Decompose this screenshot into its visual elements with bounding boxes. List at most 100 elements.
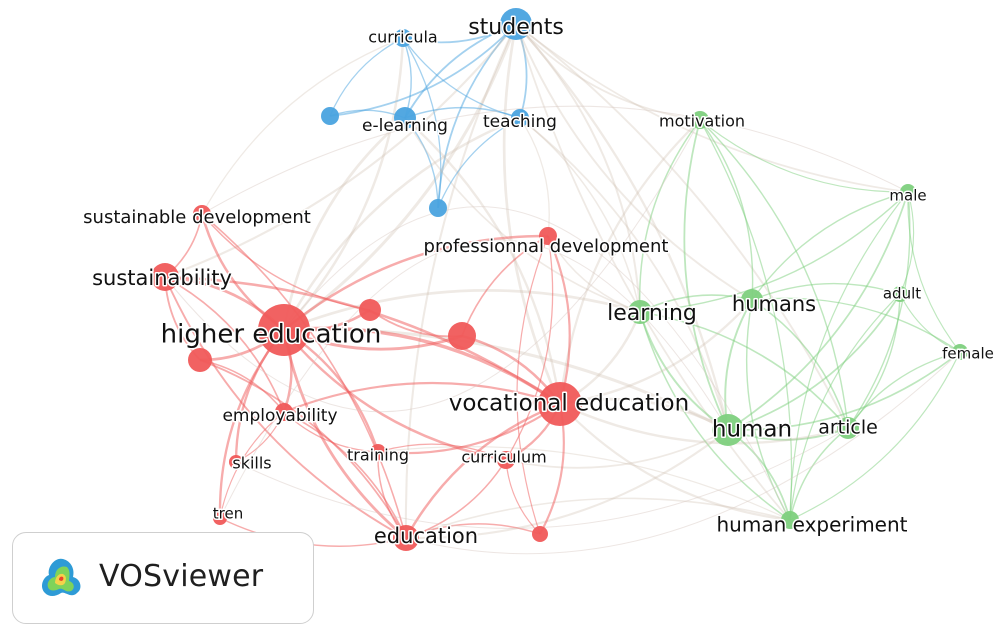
node-students[interactable] [500, 8, 532, 40]
node-sustainability[interactable] [151, 263, 179, 291]
node-red-unlabeled-1[interactable] [359, 299, 381, 321]
link-humans--human-experiment [745, 299, 791, 521]
node-blue-unlabeled-2[interactable] [429, 199, 447, 217]
link-teaching--higher-education [282, 116, 521, 331]
label-students: students [468, 15, 564, 40]
node-curriculum[interactable] [497, 451, 515, 469]
link-students--article [515, 23, 849, 429]
link-male--human [727, 191, 909, 431]
links-layer [164, 23, 961, 555]
node-curricula[interactable] [394, 29, 412, 47]
link-sustainable-development--education [201, 213, 407, 539]
link-training--curriculum [377, 443, 507, 461]
nodes-layer [151, 8, 968, 551]
link-motivation--article [699, 119, 849, 429]
link-humans--human [724, 299, 753, 431]
link-teaching--human [519, 117, 729, 431]
link-female--humans [751, 297, 961, 353]
link-employability--training [283, 411, 379, 453]
node-professionnal-development[interactable] [539, 227, 557, 245]
node-blue-unlabeled-1[interactable] [321, 107, 339, 125]
link-e-learning--vocational-education [404, 117, 562, 405]
link-humans--article [751, 299, 849, 429]
node-red-unlabeled-4[interactable] [532, 526, 548, 542]
link-employability--tren [219, 411, 285, 519]
link-female--human-experiment [789, 351, 961, 521]
label-education: education [374, 524, 478, 548]
node-tren[interactable] [213, 511, 227, 525]
node-female[interactable] [952, 344, 968, 360]
label-sustainability: sustainability [92, 266, 232, 290]
link-students--education [404, 23, 517, 539]
link-human--curriculum [505, 429, 729, 469]
link-adult--article [847, 293, 901, 429]
link-male--learning [639, 191, 909, 313]
link-motivation--learning [638, 119, 701, 313]
link-vocational-education--employability [283, 381, 561, 414]
node-sustainable-development[interactable] [193, 205, 211, 223]
link-teaching--professionnal-development [519, 117, 550, 237]
link-male--humans [751, 191, 909, 301]
link-article--human-experiment [789, 427, 849, 521]
link-vocational-education--training [377, 403, 561, 455]
link-teaching--blue-unlabeled-2 [437, 117, 521, 209]
link-students--higher-education [283, 23, 518, 332]
node-motivation[interactable] [691, 111, 709, 129]
label-human: human [712, 417, 792, 443]
label-curriculum: curriculum [461, 448, 546, 467]
node-red-unlabeled-3[interactable] [448, 322, 476, 350]
node-adult[interactable] [892, 286, 908, 302]
label-higher-education: higher education [161, 320, 382, 350]
node-education[interactable] [393, 525, 419, 551]
link-learning--professionnal-development [547, 235, 641, 313]
link-sustainability--employability [164, 276, 285, 413]
node-human-experiment[interactable] [781, 511, 799, 529]
label-e-learning: e-learning [362, 116, 448, 136]
link-outer-1 [164, 119, 701, 413]
link-female--article [847, 351, 961, 429]
link-students--male [515, 23, 909, 193]
node-skills[interactable] [229, 455, 243, 469]
label-article: article [818, 417, 878, 439]
label-adult: adult [883, 285, 921, 303]
link-students--sustainability [164, 23, 517, 279]
node-article[interactable] [837, 417, 859, 439]
link-motivation--human [683, 119, 729, 431]
link-learning--article [639, 311, 849, 429]
node-red-unlabeled-2[interactable] [188, 348, 212, 372]
vosviewer-brand-name: VOSviewer [99, 559, 264, 594]
node-male[interactable] [900, 184, 916, 200]
node-higher-education[interactable] [258, 304, 310, 356]
link-students--human-experiment [515, 23, 791, 521]
link-curriculum--red-unlabeled-4 [505, 459, 541, 535]
link-learning--humans [639, 294, 753, 313]
label-motivation: motivation [659, 112, 745, 131]
node-learning[interactable] [628, 300, 652, 324]
link-outer-4 [201, 105, 909, 215]
label-human-experiment: human experiment [717, 513, 908, 537]
link-sustainability--education [164, 276, 407, 539]
link-higher-education--curriculum [283, 329, 507, 462]
node-humans[interactable] [741, 289, 763, 311]
link-article--vocational-education [559, 402, 849, 445]
link-learning--human-experiment [639, 311, 791, 521]
link-e-learning--learning [404, 117, 641, 313]
link-sustainable-development--red-unlabeled-1 [201, 213, 371, 311]
link-motivation--male [699, 119, 909, 193]
link-adult--female [899, 293, 961, 353]
link-human-experiment--vocational-education [559, 403, 791, 522]
link-outer-2 [219, 239, 729, 519]
node-teaching[interactable] [511, 109, 529, 127]
link-curricula--sustainable-development [201, 37, 404, 215]
label-skills: skills [232, 454, 271, 473]
label-learning: learning [607, 301, 697, 326]
link-motivation--humans [699, 119, 754, 301]
node-human[interactable] [712, 414, 744, 446]
node-employability[interactable] [275, 403, 293, 421]
label-tren: tren [213, 505, 243, 523]
node-vocational-education[interactable] [538, 382, 582, 426]
node-training[interactable] [370, 444, 386, 460]
node-e-learning[interactable] [394, 107, 416, 129]
